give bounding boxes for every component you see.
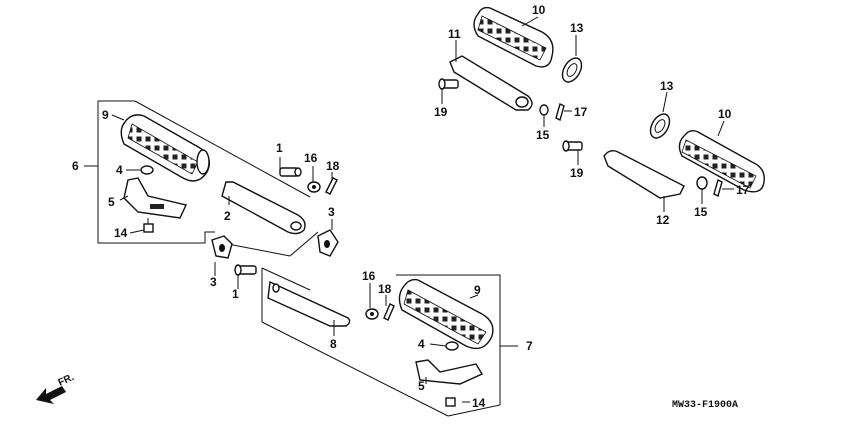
cotter-pin-18-front bbox=[325, 177, 338, 195]
pin-19-left bbox=[438, 78, 459, 90]
callout-15-left: 15 bbox=[536, 128, 550, 142]
assembly-7-outline bbox=[261, 267, 501, 417]
pin-1-front bbox=[279, 162, 302, 177]
washer-15-left bbox=[539, 104, 549, 116]
callout-16-rear: 16 bbox=[362, 269, 376, 283]
washer-15-right bbox=[696, 176, 708, 190]
callout-5-front: 5 bbox=[108, 195, 115, 209]
bolt-14-front bbox=[143, 218, 154, 233]
callout-15-right: 15 bbox=[694, 205, 708, 219]
footpeg-bar-8 bbox=[267, 280, 351, 327]
callout-1-rear: 1 bbox=[232, 287, 239, 301]
footpeg-rubber-10-right bbox=[678, 129, 765, 193]
callout-2: 2 bbox=[224, 209, 231, 223]
callout-12: 12 bbox=[656, 213, 670, 227]
footpeg-bar-12 bbox=[603, 149, 685, 199]
footpeg-rubber-10-left bbox=[473, 6, 554, 68]
washer-4-front bbox=[140, 165, 154, 175]
washer-13-right bbox=[649, 113, 671, 139]
washer-3-left-front bbox=[211, 235, 233, 259]
cotter-pin-18-rear bbox=[383, 303, 395, 321]
washer-16-rear bbox=[365, 308, 379, 320]
cotter-pin-17-right bbox=[713, 178, 723, 198]
callout-11: 11 bbox=[448, 27, 461, 41]
washer-13-left bbox=[561, 57, 583, 83]
pin-1-rear bbox=[234, 264, 257, 276]
callout-14-front: 14 bbox=[114, 226, 128, 240]
front-direction-label: FR. bbox=[57, 372, 76, 389]
footpeg-bracket-5-front bbox=[123, 177, 187, 219]
callout-19-left: 19 bbox=[434, 105, 448, 119]
callout-3-right: 3 bbox=[328, 205, 335, 219]
footpeg-bracket-5-rear bbox=[415, 359, 484, 385]
pin-19-right bbox=[562, 140, 583, 152]
callout-10-right: 10 bbox=[718, 107, 732, 121]
callout-10-left: 10 bbox=[532, 3, 546, 17]
footpeg-rubber-9-rear bbox=[398, 278, 494, 350]
callout-13-right: 13 bbox=[660, 79, 674, 93]
callout-18-front: 18 bbox=[326, 159, 340, 173]
callout-8: 8 bbox=[330, 337, 337, 351]
diagram-code: MW33-F1900A bbox=[672, 400, 738, 411]
callout-18-rear: 18 bbox=[378, 282, 392, 296]
callout-19-right: 19 bbox=[570, 166, 584, 180]
callout-4-rear: 4 bbox=[418, 337, 425, 351]
callout-4-front: 4 bbox=[116, 163, 123, 177]
bolt-14-rear bbox=[445, 397, 456, 407]
callout-13-left: 13 bbox=[570, 21, 584, 35]
callout-5-rear: 5 bbox=[418, 379, 425, 393]
footpeg-bar-11 bbox=[449, 55, 533, 111]
callout-17-left: 17 bbox=[574, 105, 588, 119]
footpeg-bar-2 bbox=[221, 181, 306, 235]
callout-7: 7 bbox=[526, 339, 533, 353]
callout-14-rear: 14 bbox=[472, 396, 486, 410]
leader-lines bbox=[84, 16, 734, 403]
washer-16-front bbox=[307, 181, 321, 193]
washer-4-rear bbox=[445, 341, 459, 351]
callout-17-right: 17 bbox=[736, 183, 750, 197]
callout-16-front: 16 bbox=[304, 151, 318, 165]
washer-3-right-front bbox=[317, 229, 339, 257]
footpeg-rubber-9-front bbox=[120, 114, 210, 182]
callout-1-front: 1 bbox=[276, 141, 283, 155]
callout-9-rear: 9 bbox=[474, 283, 481, 297]
callout-3-left: 3 bbox=[210, 275, 217, 289]
assembly-6-outline bbox=[97, 100, 319, 257]
front-direction-arrow-icon bbox=[36, 386, 66, 404]
callout-9-front: 9 bbox=[102, 108, 109, 122]
cotter-pin-17-left bbox=[555, 102, 565, 122]
callout-6: 6 bbox=[72, 159, 79, 173]
